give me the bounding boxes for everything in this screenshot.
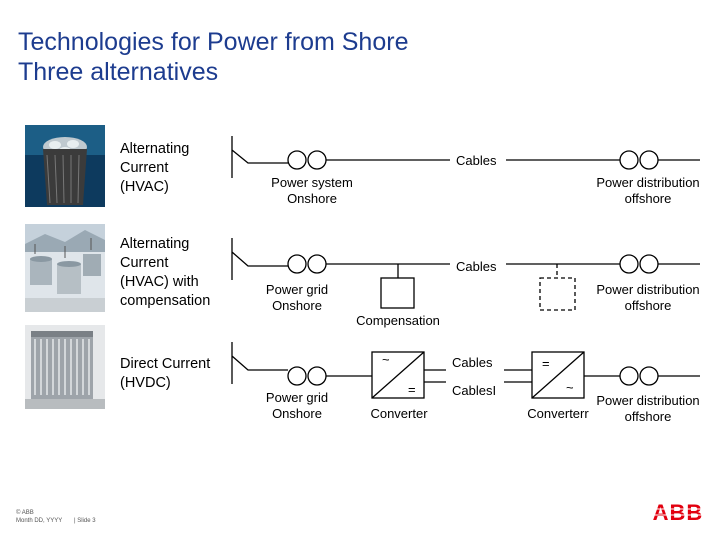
row-3-circuit (231, 342, 700, 399)
compensation-label: Compensation (356, 313, 440, 328)
compensation-box-offshore (539, 277, 576, 311)
compensation-substation-photo (25, 224, 105, 312)
row-label-line: Alternating (120, 141, 190, 157)
title-line-1: Technologies for Power from Shore (18, 28, 409, 56)
converter-label: Converter (370, 406, 428, 421)
transformer-winding (307, 254, 327, 274)
row-label-line: (HVDC) (120, 375, 171, 391)
offshore-label: Power distribution (596, 175, 699, 190)
shore-label: Onshore (272, 406, 322, 421)
row-label-line: (HVAC) (120, 179, 169, 195)
row-label-line: Current (120, 160, 169, 176)
row-label-line: Direct Current (120, 356, 211, 372)
subsea-cable-cross-section-photo (25, 125, 105, 207)
converter-ac-symbol: ~ (382, 352, 390, 367)
hvdc-converter-photo (25, 325, 105, 409)
shore-label: Onshore (272, 298, 322, 313)
transformer-winding (287, 254, 307, 274)
footer-copyright: © ABB (16, 510, 34, 516)
transformer-winding (287, 150, 307, 170)
converter-dc-symbol: = (408, 382, 416, 397)
grid-connection-symbol (231, 342, 260, 384)
transformer-winding (619, 366, 639, 386)
cables-label: Cables (456, 259, 497, 274)
transformer-winding (619, 254, 639, 274)
row-label-line: compensation (120, 293, 211, 309)
shore-label: Onshore (287, 191, 337, 206)
footer-date: Month DD, YYYY (16, 518, 63, 524)
shore-label: Power grid (266, 282, 328, 297)
cables-label: CablesI (452, 383, 496, 398)
abb-logo: ABB (650, 501, 706, 523)
transformer-winding (619, 150, 639, 170)
offshore-label: offshore (625, 191, 672, 206)
converter-box-onshore (371, 351, 425, 399)
page-title: Technologies for Power from Shore Three … (18, 27, 408, 87)
row-label-hvac-compensation: Alternating Current (HVAC) with compensa… (120, 235, 210, 311)
offshore-label: Power distribution (596, 282, 699, 297)
footer: © ABB Month DD, YYYY | Slide 3 (16, 509, 96, 525)
row-label-line: Current (120, 255, 169, 271)
converter-diagonal (371, 351, 425, 399)
shore-label: Power system (271, 175, 353, 190)
transformer-winding (287, 366, 307, 386)
row-label-hvdc: Direct Current (HVDC) (120, 355, 210, 393)
compensation-box-onshore (380, 277, 415, 309)
transformer-winding (307, 150, 327, 170)
cables-label: Cables (456, 153, 497, 168)
shore-label: Power grid (266, 390, 328, 405)
row-label-line: Alternating (120, 236, 190, 252)
footer-slide-number: | Slide 3 (74, 518, 96, 524)
row-label-line: (HVAC) with (120, 274, 199, 290)
svg-text:ABB: ABB (653, 501, 704, 523)
converter-diagonal (531, 351, 585, 399)
converter-dc-symbol: = (542, 356, 550, 371)
offshore-label: offshore (625, 409, 672, 424)
row-label-hvac: Alternating Current (HVAC) (120, 140, 189, 197)
offshore-label: Power distribution (596, 393, 699, 408)
grid-connection-symbol (231, 136, 260, 178)
transformer-winding (639, 150, 659, 170)
transformer-winding (639, 254, 659, 274)
transformer-winding (307, 366, 327, 386)
offshore-label: offshore (625, 298, 672, 313)
converter-box-offshore (531, 351, 585, 399)
grid-connection-symbol (231, 238, 260, 280)
transformer-winding (639, 366, 659, 386)
cables-label: Cables (452, 355, 493, 370)
title-line-2: Three alternatives (18, 58, 219, 86)
converter-ac-symbol: ~ (566, 380, 574, 395)
converter-label: Converterr (527, 406, 589, 421)
